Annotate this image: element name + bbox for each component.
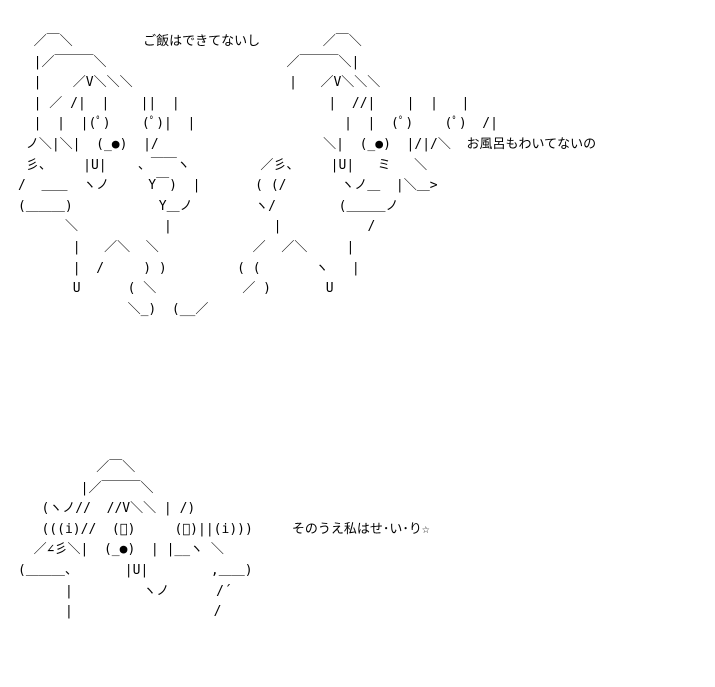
ascii-art-top-pair: ／￣＼ ご飯はできてないし ／￣＼ |／￣￣￣＼ ／￣￣￣＼| | ／V＼＼＼ …	[18, 34, 597, 317]
ascii-art-bottom-character: ／￣＼ |／￣￣￣＼ (ヽノ// //V＼＼ | /) (((i)// (ﾟ) …	[18, 460, 430, 620]
